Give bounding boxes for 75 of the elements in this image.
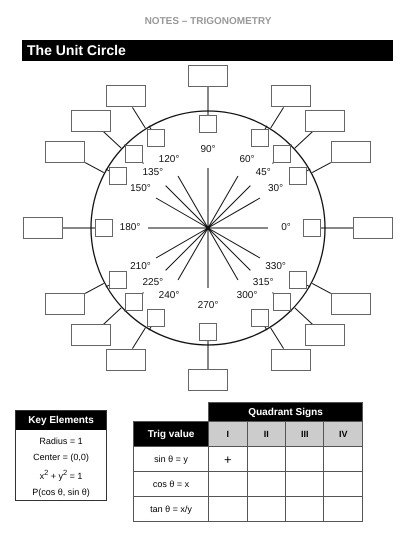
leader-line xyxy=(270,328,284,350)
answer-box xyxy=(108,271,127,289)
answer-box xyxy=(353,217,393,239)
angle-label: 90° xyxy=(200,144,216,156)
answer-box xyxy=(199,323,217,341)
leader-line xyxy=(312,162,332,174)
column-header: IV xyxy=(324,422,362,446)
answer-box xyxy=(108,167,127,185)
leader-line xyxy=(132,106,146,128)
angle-label: 240° xyxy=(158,290,180,302)
angle-label: 60° xyxy=(239,154,255,166)
answer-box xyxy=(303,219,321,237)
unit-circle xyxy=(90,110,326,346)
column-header: II xyxy=(247,422,286,446)
answer-box xyxy=(289,167,308,185)
table-header: Trig value xyxy=(134,422,209,446)
answer-box xyxy=(304,110,345,132)
answer-box xyxy=(270,348,310,371)
answer-box xyxy=(289,271,308,289)
leader-line xyxy=(102,131,122,149)
angle-label: 150° xyxy=(130,183,151,195)
column-header: I xyxy=(208,422,248,446)
title-bar: The Unit Circle xyxy=(22,40,393,61)
leader-line xyxy=(270,106,284,128)
leader-line xyxy=(102,307,122,325)
answer-box xyxy=(45,293,86,315)
answer-box xyxy=(188,369,228,391)
answer-box xyxy=(188,65,228,87)
angle-label: 45° xyxy=(256,166,271,179)
answer-box xyxy=(251,128,269,147)
angle-label: 225° xyxy=(142,277,164,290)
leader-line xyxy=(84,282,104,294)
angle-label: 0° xyxy=(281,222,291,234)
leader-line xyxy=(294,131,314,149)
answer-box xyxy=(45,141,86,163)
leader-line xyxy=(312,282,332,294)
angle-label: 300° xyxy=(236,290,258,302)
answer-box xyxy=(95,219,113,237)
card-heading: Key Elements xyxy=(16,411,106,430)
table-header: Quadrant Signs xyxy=(208,402,362,422)
leader-line xyxy=(294,307,314,325)
angle-label: 135° xyxy=(142,166,164,179)
answer-box xyxy=(304,324,345,346)
answer-box xyxy=(106,348,146,371)
answer-box xyxy=(71,110,112,132)
angle-label: 180° xyxy=(120,222,140,234)
table-cell: cos θ = x xyxy=(134,472,209,496)
answer-box xyxy=(270,85,310,108)
angle-label: 210° xyxy=(130,261,151,273)
answer-box xyxy=(147,309,165,328)
card-text: x$^{2}$ + y$^{2}$ = 1 xyxy=(38,467,84,483)
angle-label: 30° xyxy=(268,183,284,195)
angle-label: 315° xyxy=(252,277,274,290)
angle-label: 330° xyxy=(265,261,286,273)
page-header: NOTES – TRIGONOMETRY xyxy=(144,16,272,27)
table-cell: + xyxy=(208,446,248,472)
answer-box xyxy=(147,128,165,147)
answer-box xyxy=(199,115,217,133)
answer-box xyxy=(251,309,269,328)
answer-box xyxy=(71,324,112,346)
table-cell: tan θ = x/y xyxy=(134,496,209,522)
card-text: Radius = 1 xyxy=(38,435,84,448)
answer-box xyxy=(330,141,371,163)
card-text: Center = (0,0) xyxy=(32,451,90,464)
answer-box xyxy=(106,85,146,108)
info-card xyxy=(15,410,107,501)
leader-line xyxy=(132,328,146,350)
angle-label: 120° xyxy=(158,154,180,166)
angle-label: 270° xyxy=(198,300,218,312)
card-text: P(cos θ, sin θ) xyxy=(31,486,91,499)
answer-box xyxy=(23,217,63,239)
table-cell: sin θ = y xyxy=(134,446,209,472)
answer-box xyxy=(330,293,371,315)
column-header: III xyxy=(285,422,324,446)
leader-line xyxy=(84,162,104,174)
